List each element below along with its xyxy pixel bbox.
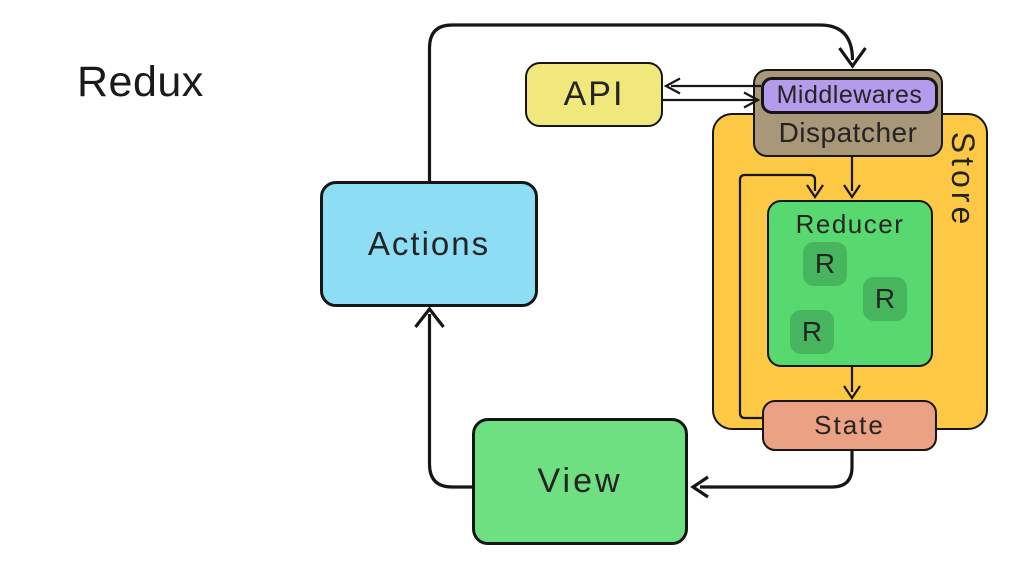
state-label: State xyxy=(814,410,885,440)
middlewares-label: Middlewares xyxy=(776,81,923,109)
actions-box: Actions xyxy=(320,181,538,307)
reducer-label: Reducer xyxy=(795,209,905,239)
reducer-unit: R xyxy=(803,242,847,286)
dispatcher-label: Dispatcher xyxy=(778,117,918,148)
arrow-view-to-actions xyxy=(414,306,472,489)
arrow-api-to-middlewares xyxy=(663,91,761,109)
arrow-state-to-view xyxy=(690,451,854,499)
api-box: API xyxy=(525,62,663,127)
state-box: State xyxy=(762,400,937,451)
store-label: Store xyxy=(945,131,981,229)
page-title: Redux xyxy=(77,58,204,106)
reducer-unit-label: R xyxy=(814,248,836,279)
api-label: API xyxy=(563,75,625,113)
middlewares-box: Middlewares xyxy=(761,77,938,114)
reducer-unit: R xyxy=(863,277,907,321)
arrow-middlewares-to-api xyxy=(663,77,761,95)
view-box: View xyxy=(472,418,688,545)
reducer-unit-label: R xyxy=(801,316,823,347)
actions-label: Actions xyxy=(367,225,491,262)
reducer-unit-label: R xyxy=(874,283,896,314)
view-label: View xyxy=(537,462,623,500)
reducer-unit: R xyxy=(790,310,834,354)
